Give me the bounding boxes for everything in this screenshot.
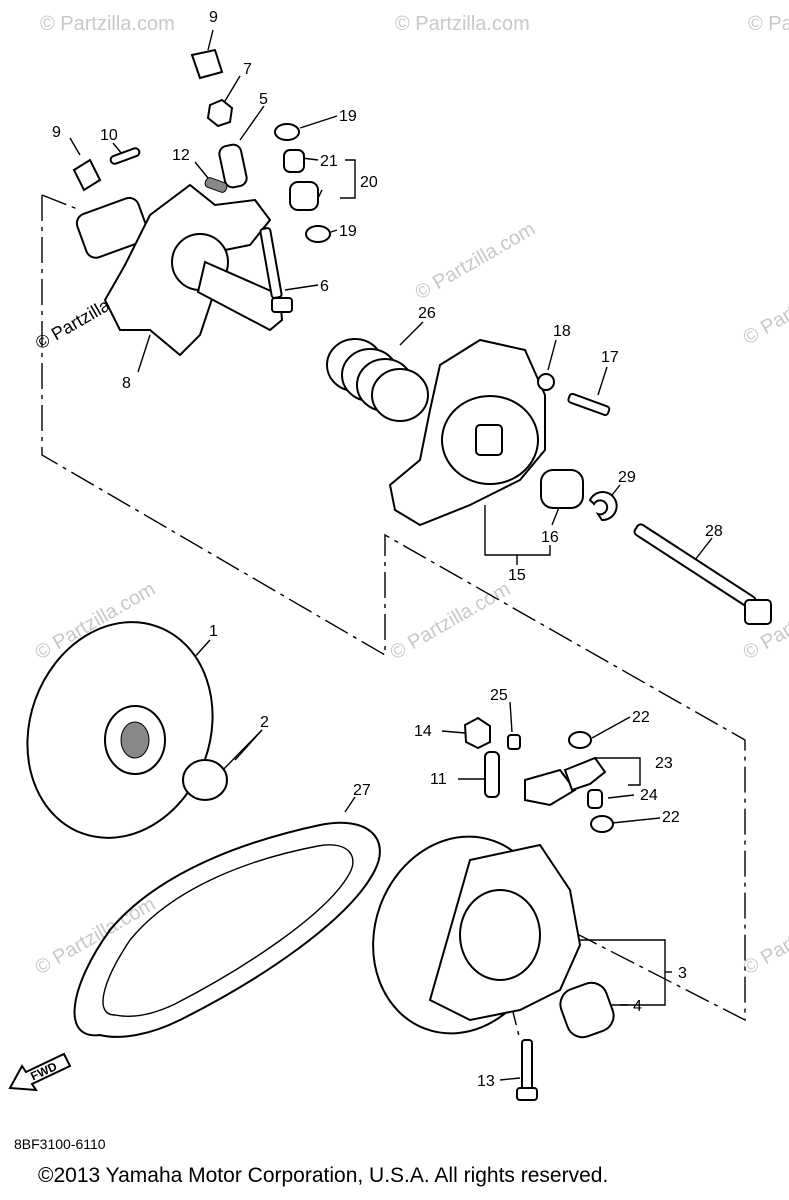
bolt-head-part [744,599,772,625]
callout-label: 25 [490,687,508,704]
callout-label: 23 [655,755,673,772]
bushing-part [540,469,584,509]
collar-part [218,143,248,189]
assembly-lines [41,194,746,1022]
pin-part [507,734,521,750]
slider-clip-part [190,48,224,80]
spring-part [326,338,429,422]
washer-part [305,225,331,243]
callout-label: 28 [705,523,723,540]
bolt-part [567,392,611,417]
callout-label: 21 [320,153,338,170]
drive-belt-part [73,821,381,1038]
watermark: © Partzilla.com [32,893,160,979]
watermark: © Partzilla.com [395,13,530,35]
callout-label: 17 [601,349,619,366]
callout-label: 24 [640,787,658,804]
callout-label: 14 [414,723,432,740]
callout-label: 20 [360,174,378,191]
callout-label: 22 [632,709,650,726]
callout-label: 29 [618,469,636,486]
callout-label: 8 [122,375,131,392]
callout-label: 9 [52,124,61,141]
callout-label: 11 [430,771,447,788]
collar-part [484,751,500,798]
bolt-head-part [271,297,293,313]
watermark: © Partzilla.com [387,578,515,664]
parts [26,48,772,1101]
watermark: © Partzilla.com [40,13,175,35]
callout-label: 10 [100,127,118,144]
washer-part [274,123,300,141]
threaded-shaft-part [75,196,150,259]
pin-part [109,147,141,165]
callout-label: 12 [172,147,190,164]
callout-label: 4 [633,998,642,1015]
roller-part [289,181,319,211]
watermark: © Partzilla.com [412,218,540,304]
callout-label: 13 [477,1073,495,1090]
callout-label: 1 [209,623,218,640]
bolt-head-part [516,1087,538,1101]
callout-label: 26 [418,305,436,322]
washer-part [590,815,614,833]
cap-bore-part [475,424,503,456]
spider-shaft-part [196,260,284,332]
callout-label: 6 [320,278,329,295]
washer-part [537,373,555,391]
watermark: © Partzilla.com [740,893,789,979]
callout-label: 7 [243,61,252,78]
callout-label: 5 [259,91,268,108]
callout-label: 19 [339,223,357,240]
callout-label: 2 [260,714,269,731]
callout-numbers: 9 7 5 19 9 10 12 21 20 19 6 8 26 18 17 2… [52,9,723,1090]
weight-part [563,756,607,792]
watermark: © Partzilla.com [740,263,789,349]
bushing-part [182,759,228,801]
catalog-number: 8BF3100-6110 [14,1136,106,1152]
bolt-part [521,1039,533,1091]
callout-label: 27 [353,782,371,799]
bushing-part [587,789,603,809]
cam-face-part [459,889,541,981]
callout-label: 19 [339,108,357,125]
nut-part [206,98,234,128]
slider-clip-part [72,158,102,192]
callout-label: 18 [553,323,571,340]
fwd-label: FWD [28,1059,59,1083]
pin-part [204,177,228,193]
callout-label: 15 [508,567,526,584]
nut-part [463,716,491,750]
callout-label: 22 [662,809,680,826]
copyright-notice: ©2013 Yamaha Motor Corporation, U.S.A. A… [38,1164,609,1187]
weight-arm-part [524,768,577,807]
bushing-part [283,149,305,173]
long-bolt-part [633,523,757,609]
bushing-part [559,981,615,1039]
callout-label: 16 [541,529,559,546]
sheave-bore-part [120,721,150,759]
forward-arrow-icon: FWD [8,1052,72,1092]
watermark: © Partzilla.com [748,13,789,35]
circlip-part [588,491,618,522]
callout-label: 3 [678,965,687,982]
washer-part [568,731,592,749]
callout-label: 9 [209,9,218,26]
